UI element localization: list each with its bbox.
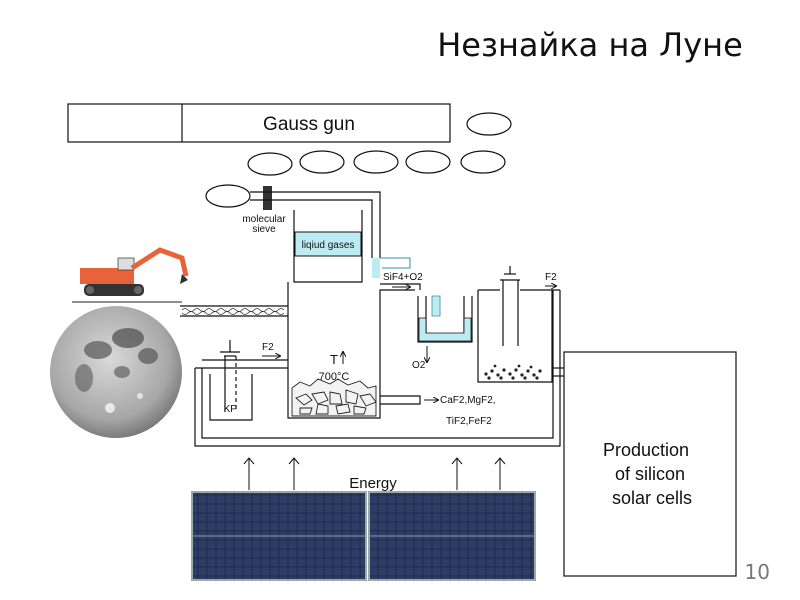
- products: CaF2,MgF2, TiF2,FeF2: [424, 395, 496, 427]
- o2-label: O2: [412, 360, 426, 371]
- molecular-sieve-label-2: sieve: [252, 224, 276, 235]
- capsule-ellipse: [248, 153, 292, 175]
- products-line-2: TiF2,FeF2: [446, 416, 492, 427]
- gauss-gun-label: Gauss gun: [263, 114, 355, 135]
- f2-right-label: F2: [545, 272, 557, 283]
- moon-image: [50, 306, 182, 438]
- capsule-ellipse: [461, 151, 505, 173]
- capsule-ellipse: [467, 113, 511, 135]
- reactor-rocks: [292, 379, 376, 416]
- production-line-1: Production: [603, 440, 689, 460]
- liquid-gases-label: liqiud gases: [302, 240, 355, 251]
- production-box: Production of silicon solar cells: [564, 352, 736, 576]
- kf-electrolyzer: KF: [210, 340, 252, 420]
- o2-output: O2: [412, 346, 427, 371]
- f2-left: F2: [262, 342, 280, 356]
- liquid-fill: liqiud gases: [295, 232, 471, 341]
- production-line-2: of silicon: [615, 464, 685, 484]
- solar-panels: [192, 492, 535, 580]
- gauss-gun: Gauss gun: [68, 104, 450, 142]
- page-number: 10: [745, 560, 770, 584]
- sif4-o2-label: SiF4+O2: [383, 272, 423, 283]
- energy-label: Energy: [349, 475, 397, 492]
- temperature-value: 700°C: [319, 371, 350, 383]
- capsule-ellipse: [300, 151, 344, 173]
- reactor-temperature: T 700°C: [319, 352, 350, 383]
- kf-label: KF: [224, 404, 237, 415]
- production-line-3: solar cells: [612, 488, 692, 508]
- excavator-image: [72, 250, 188, 302]
- capsule-ellipse: [406, 151, 450, 173]
- capsule-ellipse: [354, 151, 398, 173]
- temperature-label: T: [330, 352, 338, 367]
- sif4-o2: SiF4+O2: [383, 272, 423, 287]
- f2-left-label: F2: [262, 342, 274, 353]
- products-line-1: CaF2,MgF2,: [440, 395, 496, 406]
- conveyor-gravel: [182, 309, 284, 315]
- capsule-ellipse: [206, 185, 250, 207]
- silicon-reactor: F2: [484, 266, 557, 380]
